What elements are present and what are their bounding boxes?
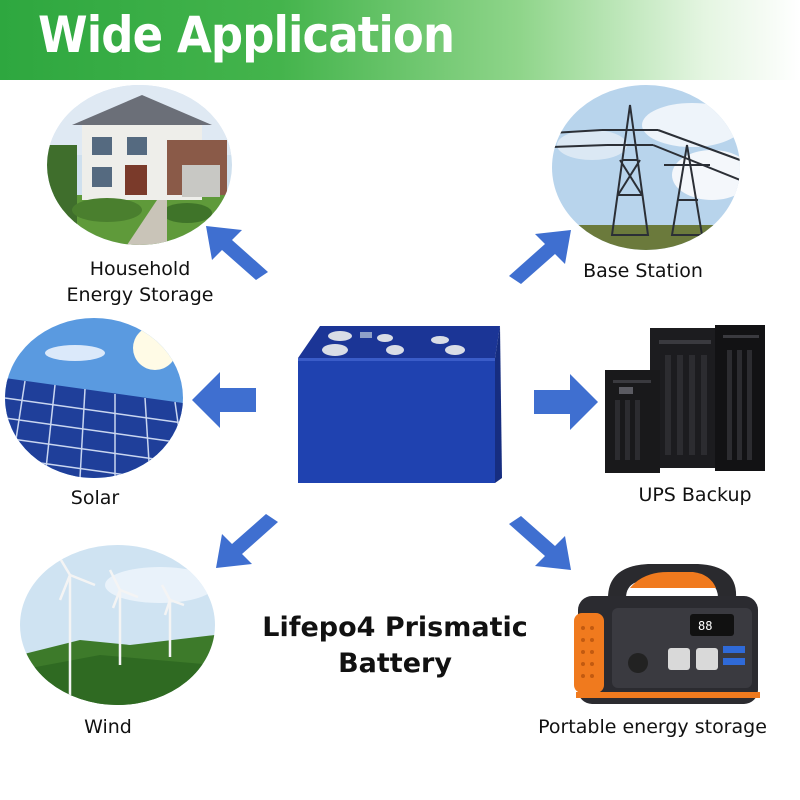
- wind-label: Wind: [84, 716, 132, 738]
- wind-image: [20, 545, 215, 705]
- ups-image: [605, 325, 765, 475]
- arrow-down-left-icon: [212, 512, 282, 576]
- arrow-up-right-icon: [505, 226, 575, 290]
- portable-label: Portable energy storage: [538, 716, 767, 738]
- ups-label: UPS Backup: [638, 484, 752, 506]
- arrow-up-left-icon: [202, 222, 272, 286]
- arrow-left-icon: [190, 370, 260, 434]
- page-title: Wide Application: [38, 6, 455, 64]
- arrow-down-right-icon: [505, 514, 575, 578]
- battery-image: [290, 318, 505, 492]
- base-station-label: Base Station: [583, 260, 703, 282]
- solar-image: [5, 318, 183, 478]
- product-name: Lifepo4 Prismatic Battery: [262, 612, 528, 679]
- base-station-image: [552, 85, 740, 250]
- header-banner: Wide Application: [0, 0, 800, 80]
- portable-image: 88: [568, 558, 768, 708]
- solar-label: Solar: [70, 487, 120, 509]
- household-image: [47, 85, 232, 245]
- household-label: Household Energy Storage: [66, 258, 214, 306]
- arrow-right-icon: [530, 372, 600, 436]
- svg-text:88: 88: [698, 619, 712, 633]
